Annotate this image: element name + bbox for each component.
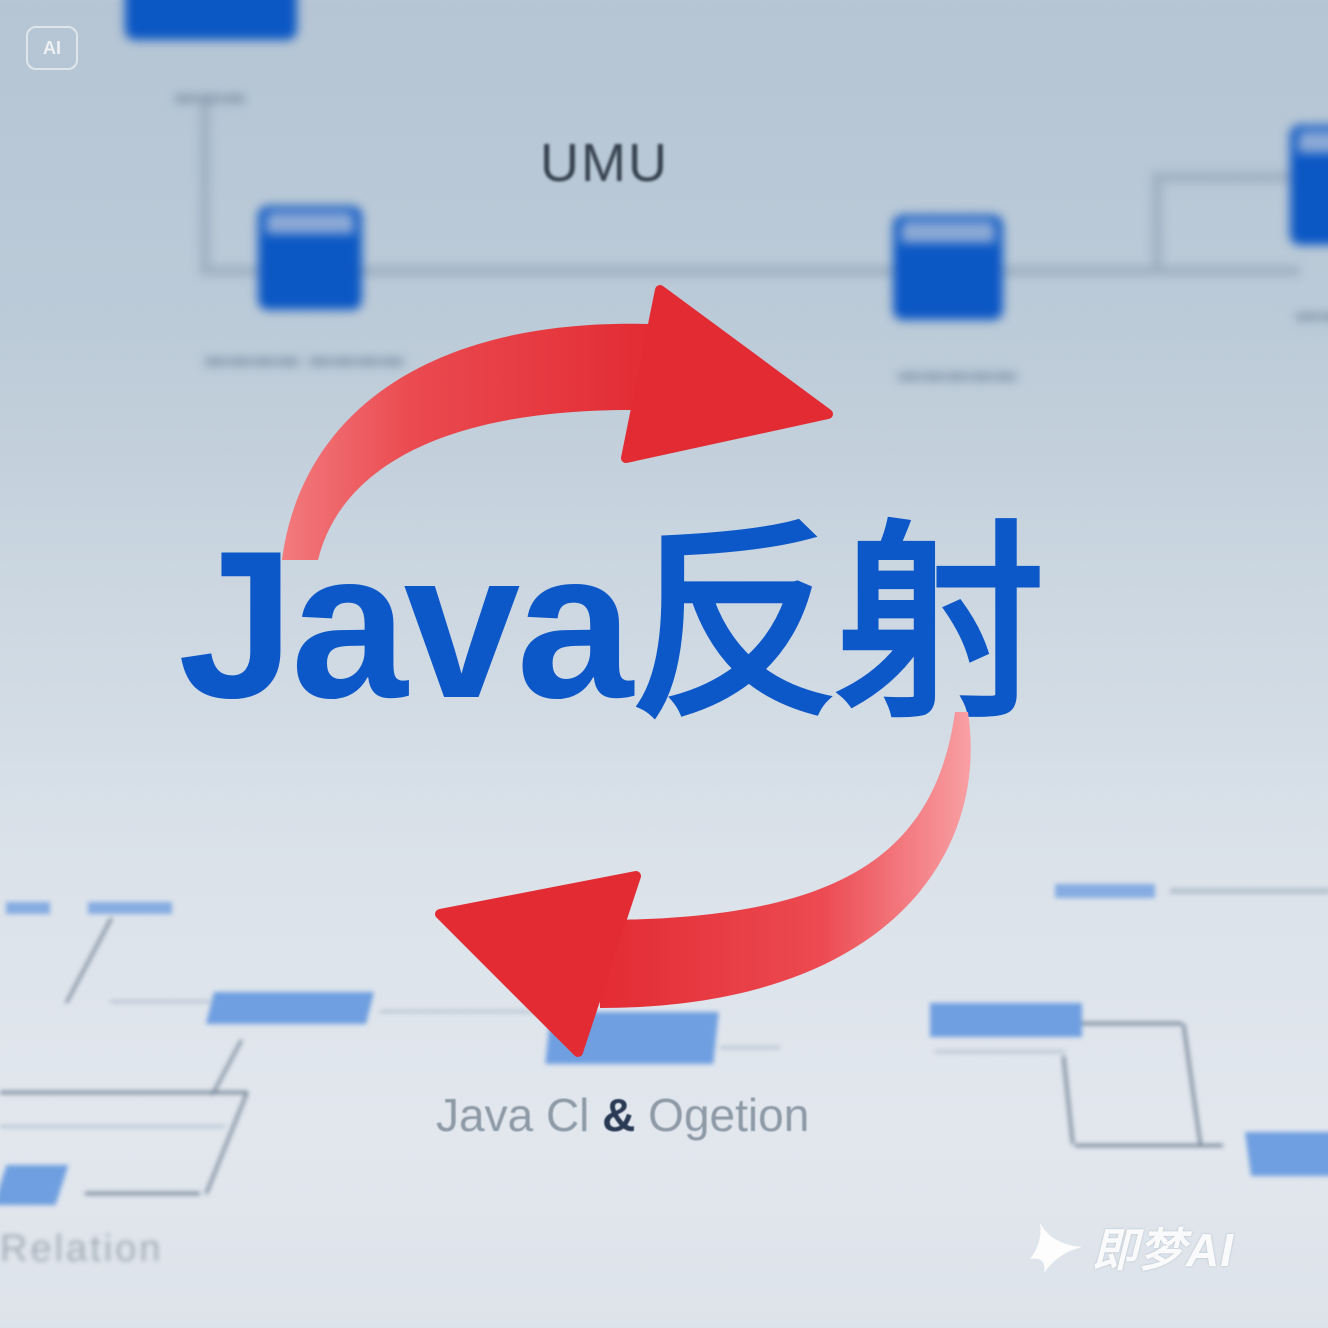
- main-title: Java反射: [178, 507, 1045, 742]
- watermark: 即梦AI: [1028, 1214, 1234, 1280]
- node-label: ▬▬▬: [175, 82, 247, 107]
- connector-line: [200, 266, 1300, 276]
- arrow-right-icon: [282, 285, 833, 560]
- connector-line: [1170, 888, 1328, 894]
- connector-line: [110, 1000, 210, 1003]
- diagram-node: [125, 0, 297, 40]
- diagram-bottom-left-label: Relation: [0, 1228, 164, 1270]
- connector-line: [85, 1192, 200, 1195]
- diagram-caption: Java Cl & Ogetion: [436, 1088, 809, 1142]
- diagram-node: [88, 902, 172, 914]
- diagram-header-label: UMU: [540, 133, 669, 193]
- connector-line: [720, 1046, 780, 1049]
- connector-line: [1152, 176, 1162, 276]
- connector-line: [380, 1010, 540, 1013]
- caption-ampersand: &: [602, 1089, 636, 1141]
- node-label: ▬▬▬▬▬: [898, 360, 1018, 385]
- diagram-node: [893, 215, 1003, 320]
- connector-line: [1075, 1144, 1223, 1147]
- connector-line: [1082, 1022, 1182, 1025]
- diagram-node: [930, 1003, 1082, 1037]
- ai-generated-badge: AI: [26, 26, 78, 70]
- caption-prefix: Java Cl: [436, 1089, 603, 1141]
- connector-line: [200, 95, 210, 275]
- diagram-node: [1055, 884, 1155, 898]
- watermark-text: 即梦AI: [1092, 1224, 1234, 1276]
- connector-line: [0, 1125, 225, 1128]
- diagram-node: [1290, 125, 1328, 245]
- connector-line: [1152, 172, 1312, 182]
- node-label: ▬▬▬▬ ▬▬▬▬: [205, 345, 406, 370]
- caption-suffix: Ogetion: [635, 1089, 810, 1141]
- connector-line: [935, 1050, 1065, 1053]
- connector-line: [0, 1091, 248, 1094]
- diagram-node: [258, 206, 362, 310]
- node-label: ▬▬: [1296, 300, 1328, 325]
- arrow-left-icon: [435, 712, 971, 1057]
- jimeng-logo-icon: [1030, 1223, 1082, 1273]
- diagram-node: [6, 902, 50, 914]
